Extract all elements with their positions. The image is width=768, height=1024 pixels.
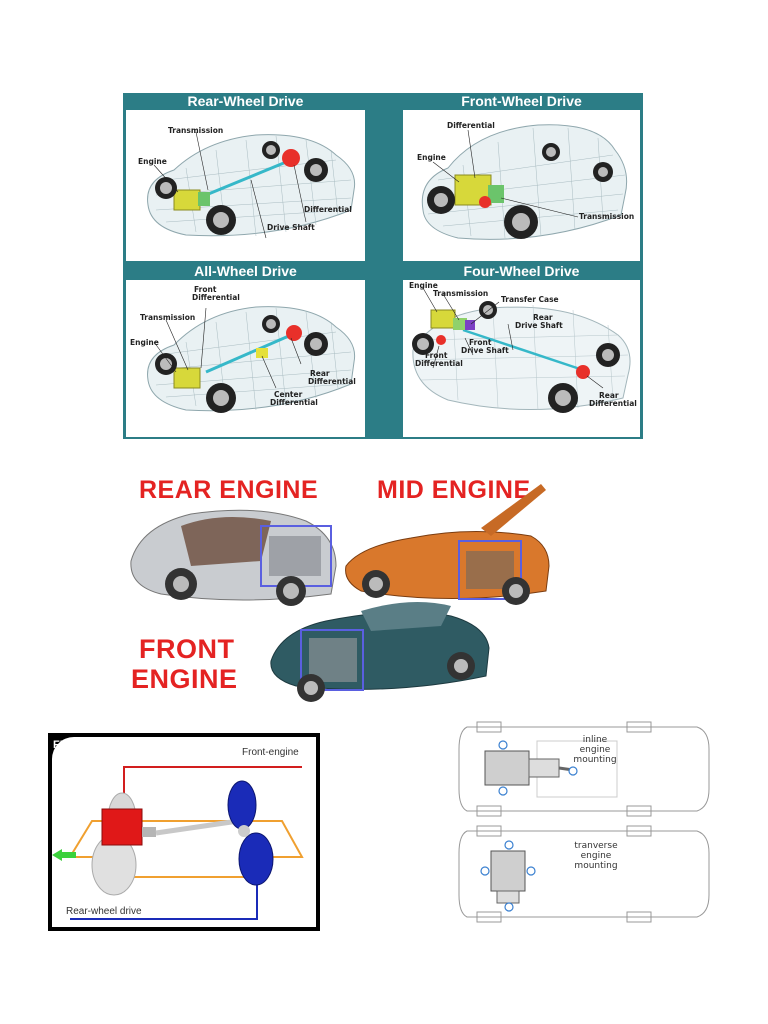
callout-label: Rear bbox=[599, 391, 619, 400]
label-line: tranverse bbox=[574, 841, 618, 851]
engine-cars-illustration bbox=[130, 484, 550, 702]
awd-car-illustration bbox=[147, 306, 356, 413]
callout-label: Engine bbox=[417, 153, 446, 162]
mid-engine-title: MID ENGINE bbox=[377, 476, 531, 504]
engine-placement-figure: REAR ENGINE MID ENGINE FRONT ENGINE bbox=[121, 466, 553, 704]
fr-layout-diagram: FR Front-engine Rear-wh bbox=[48, 733, 320, 931]
drivetrain-grid: Rear-Wheel Drive bbox=[123, 93, 643, 439]
panel-illustration: Front Differential Transmission Engine R… bbox=[126, 280, 365, 437]
engine-mounting-diagrams: inline engine mounting tranverse engine … bbox=[457, 719, 711, 923]
rear-engine-car bbox=[130, 509, 337, 606]
wheel-icon bbox=[427, 143, 613, 239]
callout-label: Differential bbox=[589, 399, 637, 408]
callout-label: Transmission bbox=[433, 289, 489, 298]
callout-label: Front bbox=[425, 351, 448, 360]
panel-illustration: Differential Engine Transmission bbox=[403, 110, 640, 261]
inline-mounting-label: inline engine mounting bbox=[567, 735, 623, 765]
callout-label: Differential bbox=[447, 121, 495, 130]
callout-label: Drive Shaft bbox=[461, 346, 509, 355]
label-line: mounting bbox=[574, 861, 618, 871]
mid-engine-car bbox=[345, 484, 550, 605]
front-engine-car bbox=[270, 602, 490, 702]
panel-title: All-Wheel Drive bbox=[126, 263, 365, 280]
callout-label: Engine bbox=[130, 338, 159, 347]
callout-label: Center bbox=[274, 390, 303, 399]
wheel-icon bbox=[155, 315, 328, 413]
callout-label: Drive Shaft bbox=[515, 321, 563, 330]
callout-label: Transmission bbox=[140, 313, 196, 322]
callout-label: Differential bbox=[415, 359, 463, 368]
engine-icon bbox=[484, 750, 574, 786]
callout-label: Rear bbox=[533, 313, 553, 322]
fr-diagram-canvas: Front-engine Rear-wheel drive bbox=[52, 737, 316, 927]
label-line: inline bbox=[582, 735, 608, 745]
panel-rear-wheel-drive: Rear-Wheel Drive bbox=[126, 93, 365, 261]
4wd-car-illustration bbox=[412, 287, 631, 413]
callout-label: Rear bbox=[310, 369, 330, 378]
callout-label: Front bbox=[469, 338, 492, 347]
panel-all-wheel-drive: All-Wheel Drive bbox=[126, 263, 365, 437]
callout-label: Front bbox=[194, 285, 217, 294]
callout-label: Differential bbox=[192, 293, 240, 302]
panel-title: Front-Wheel Drive bbox=[403, 93, 640, 110]
callout-label: Transmission bbox=[168, 126, 224, 135]
panel-four-wheel-drive: Four-Wheel Drive bbox=[403, 263, 640, 437]
transverse-mounting-chassis bbox=[458, 825, 710, 923]
rear-engine-title: REAR ENGINE bbox=[139, 476, 319, 504]
front-engine-label: Front-engine bbox=[242, 747, 299, 758]
panel-front-wheel-drive: Front-Wheel Drive bbox=[403, 93, 640, 261]
mounting-illustration bbox=[458, 721, 710, 923]
transverse-mounting-label: tranverse engine mounting bbox=[565, 841, 627, 871]
panel-title: Four-Wheel Drive bbox=[403, 263, 640, 280]
panel-title: Rear-Wheel Drive bbox=[126, 93, 365, 110]
front-engine-title-line1: FRONT bbox=[139, 634, 235, 664]
arrow-left-icon bbox=[52, 849, 76, 861]
callout-label: Transfer Case bbox=[501, 295, 559, 304]
callout-label: Differential bbox=[304, 205, 352, 214]
callout-label: Differential bbox=[270, 398, 318, 407]
panel-illustration: Transmission Engine Differential Drive S… bbox=[126, 110, 365, 261]
rear-wheel-drive-label: Rear-wheel drive bbox=[66, 906, 142, 917]
label-line: engine bbox=[579, 745, 611, 755]
label-line: mounting bbox=[573, 755, 617, 765]
label-line: engine bbox=[580, 851, 612, 861]
callout-label: Drive Shaft bbox=[267, 223, 315, 232]
wheel-icon bbox=[155, 141, 328, 235]
callout-label: Engine bbox=[409, 281, 438, 290]
inline-mounting-chassis bbox=[458, 721, 710, 817]
callout-label: Engine bbox=[138, 157, 167, 166]
fr-drivetrain-illustration bbox=[52, 766, 304, 920]
callout-label: Differential bbox=[308, 377, 356, 386]
front-engine-title-line2: ENGINE bbox=[131, 664, 238, 694]
panel-illustration: Engine Transmission Transfer Case Rear D… bbox=[403, 280, 640, 437]
fwd-car-illustration bbox=[421, 124, 628, 240]
rwd-car-illustration bbox=[147, 131, 356, 239]
callout-label: Transmission bbox=[579, 212, 635, 221]
engine-icon bbox=[490, 850, 526, 904]
